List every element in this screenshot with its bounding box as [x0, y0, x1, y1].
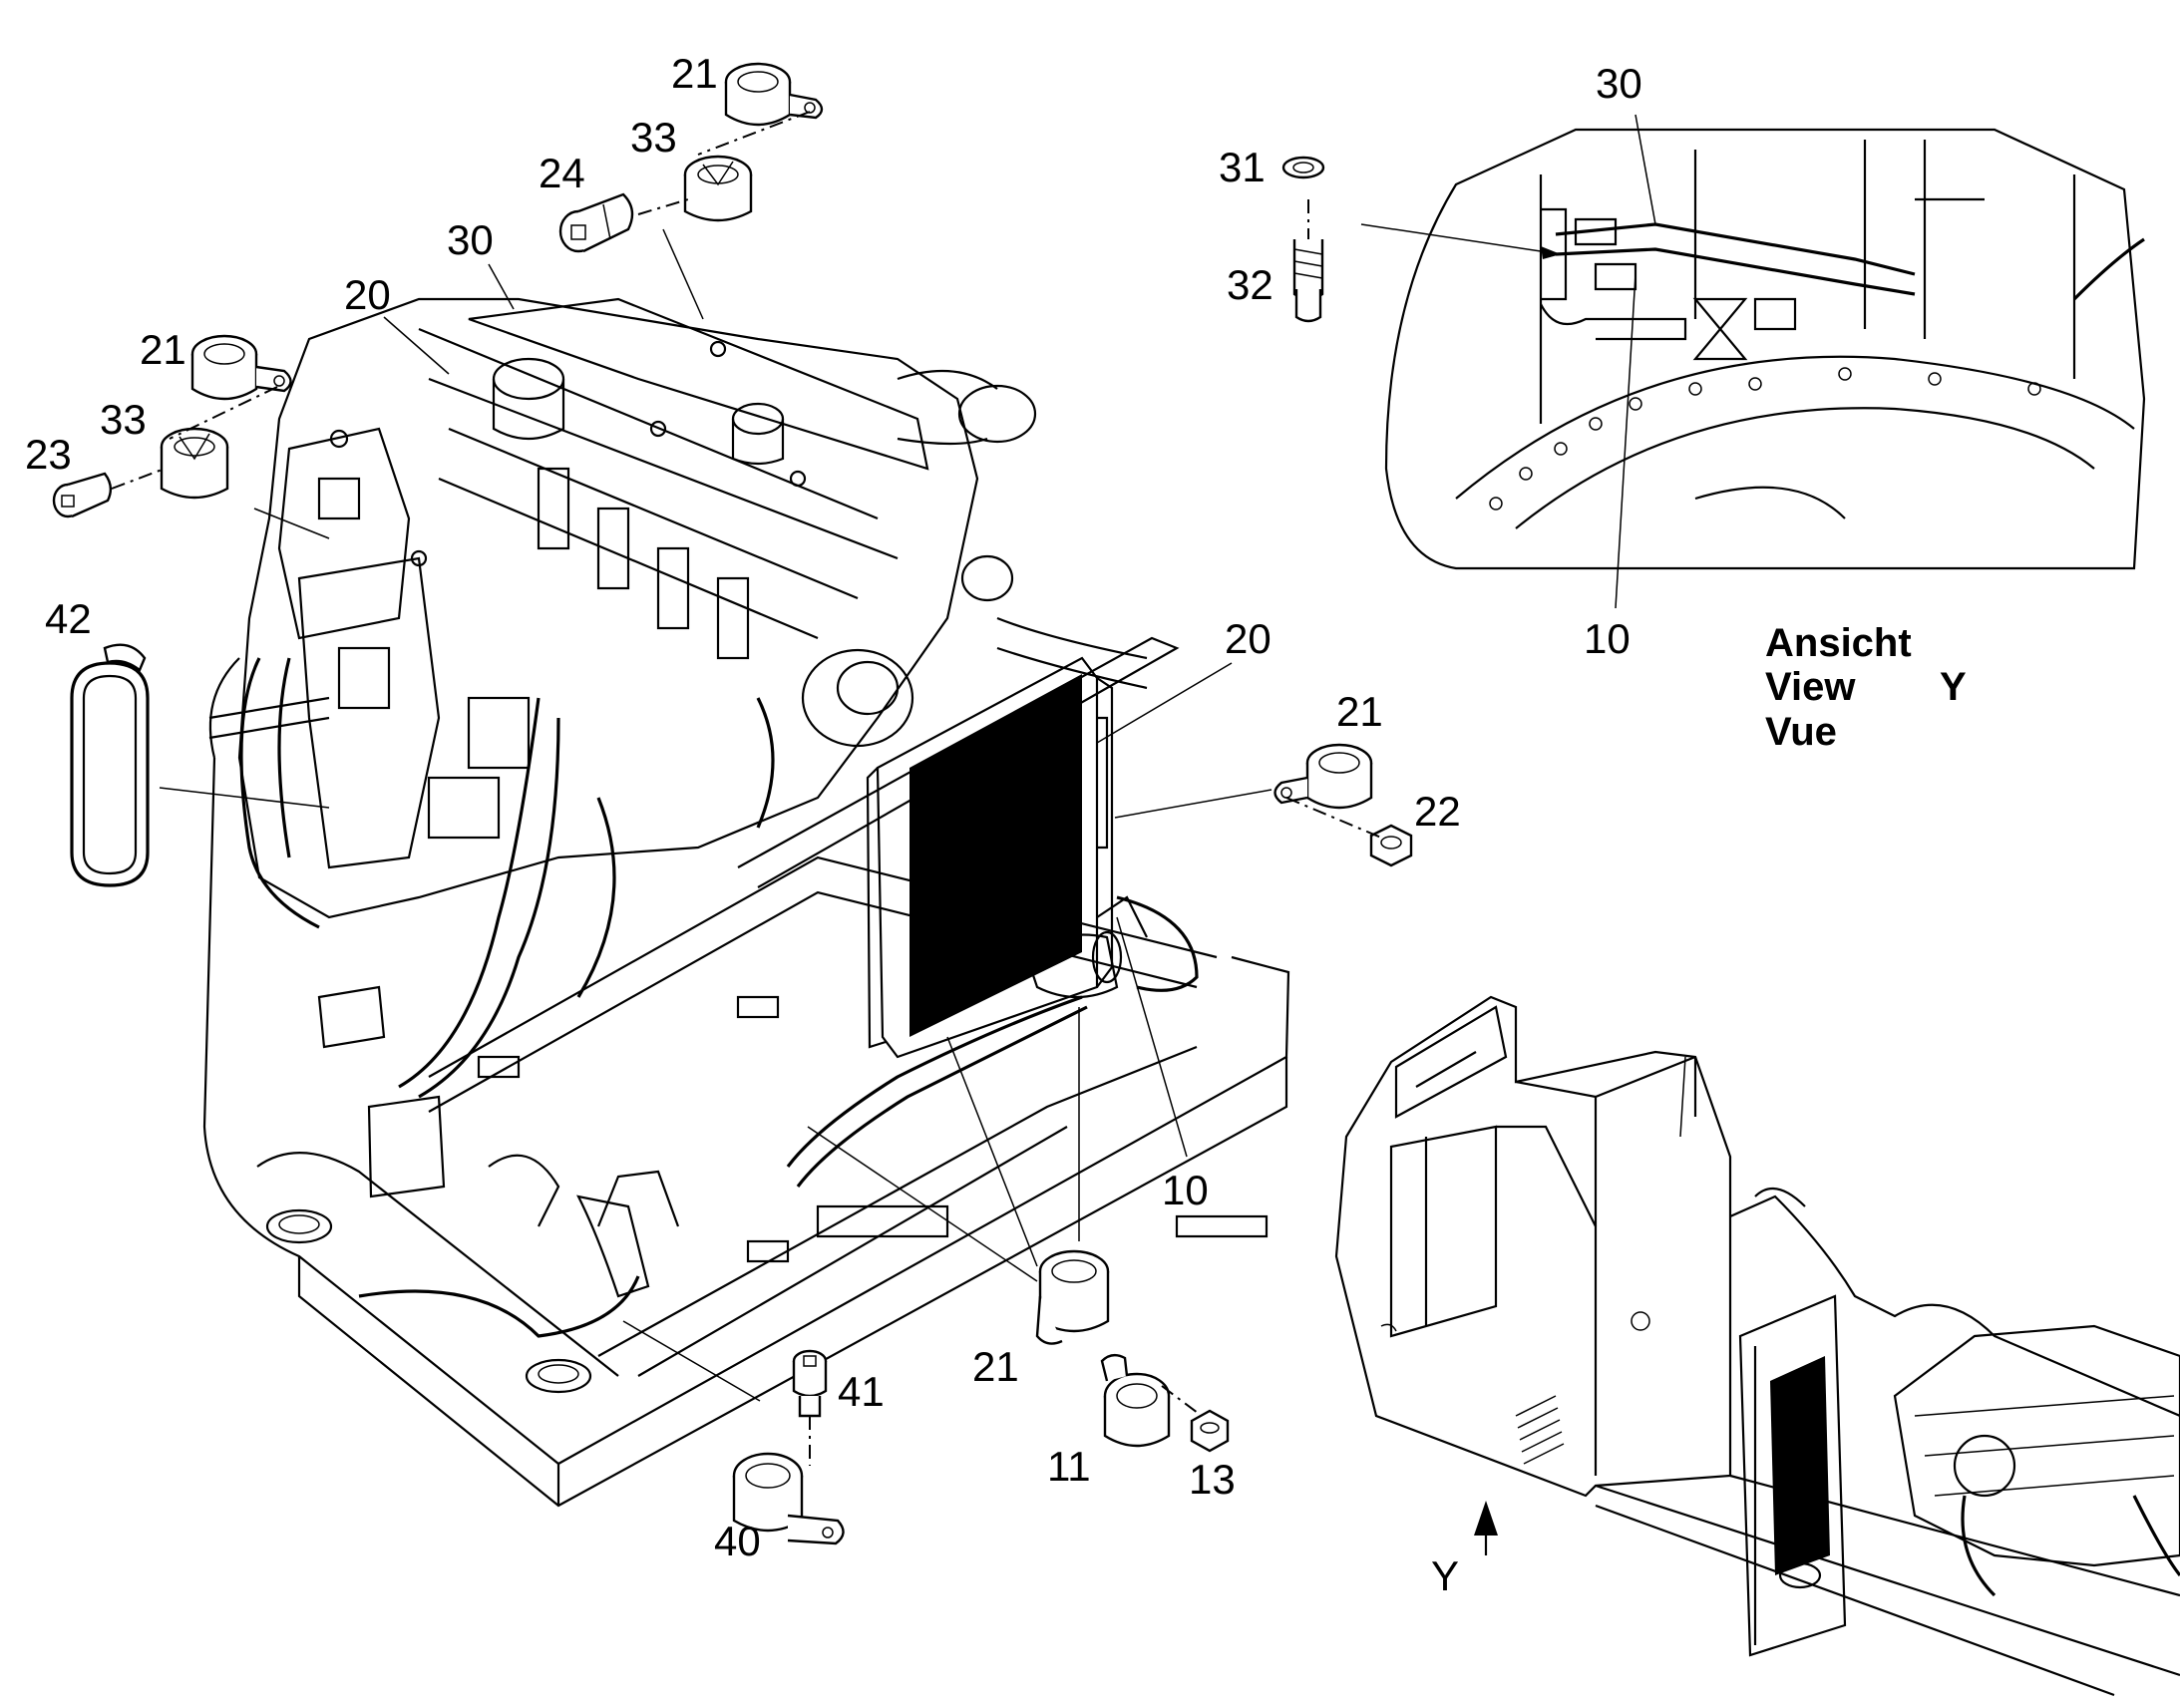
clamp-21-top [724, 62, 824, 127]
callout-11: 11 [1047, 1443, 1091, 1490]
spacer-33-top [683, 155, 753, 222]
callout-33-left: 33 [100, 396, 147, 443]
v-belt-42 [70, 643, 150, 887]
detail-view-y [1281, 114, 2146, 609]
callout-10-detail: 10 [1584, 615, 1631, 662]
main-frame-base [202, 616, 1290, 1508]
view-label-vue: Vue [1765, 710, 1837, 754]
callout-20-radiator: 20 [1225, 615, 1272, 662]
callout-21-left: 21 [140, 326, 186, 373]
bolt-23 [52, 472, 113, 518]
bolt-24 [558, 192, 634, 253]
callout-20-engine: 20 [344, 271, 391, 318]
view-y-label: Ansicht View Vue Y [1765, 621, 1967, 754]
callout-30-engine: 30 [447, 216, 494, 263]
bolt-41 [792, 1349, 828, 1418]
callout-22: 22 [1414, 788, 1461, 835]
callout-y-machine: Y [1431, 1552, 1459, 1599]
callout-31-detail: 31 [1219, 144, 1266, 190]
callout-41: 41 [838, 1368, 885, 1415]
nut-22 [1369, 824, 1413, 867]
callout-21-bottom: 21 [972, 1343, 1019, 1390]
washer-31 [1281, 156, 1325, 179]
clamp-40 [732, 1452, 845, 1545]
excavator-overview [1334, 995, 2180, 1697]
callout-40: 40 [714, 1518, 761, 1564]
callout-24: 24 [539, 150, 585, 196]
nut-13 [1190, 1409, 1230, 1453]
condenser-radiator [786, 656, 1199, 1188]
view-label-view: View [1765, 665, 1856, 709]
callout-21-top: 21 [671, 50, 718, 97]
callout-23: 23 [25, 431, 72, 478]
engine-assembly [208, 297, 1037, 1099]
callout-42: 42 [45, 595, 92, 642]
spacer-33-left [160, 427, 229, 500]
clamp-21-left [190, 334, 292, 401]
leader-lines [159, 228, 1272, 1402]
view-label-ansicht: Ansicht [1765, 621, 1912, 665]
callout-32-detail: 32 [1227, 261, 1273, 308]
assembly-axis-lines [111, 111, 1382, 1466]
callout-10-main: 10 [1162, 1167, 1209, 1213]
clamp-21-bottom [1035, 1249, 1110, 1345]
callout-labels: 21 33 24 30 20 21 33 23 42 20 21 22 10 2… [25, 50, 1642, 1599]
callout-30-detail: 30 [1596, 60, 1642, 107]
callout-13: 13 [1189, 1456, 1236, 1503]
clamp-11 [1100, 1353, 1171, 1448]
view-label-letter: Y [1940, 665, 1967, 709]
callout-33-top: 33 [630, 114, 677, 161]
callout-21-right: 21 [1336, 688, 1383, 735]
clamp-21-right [1273, 743, 1373, 810]
